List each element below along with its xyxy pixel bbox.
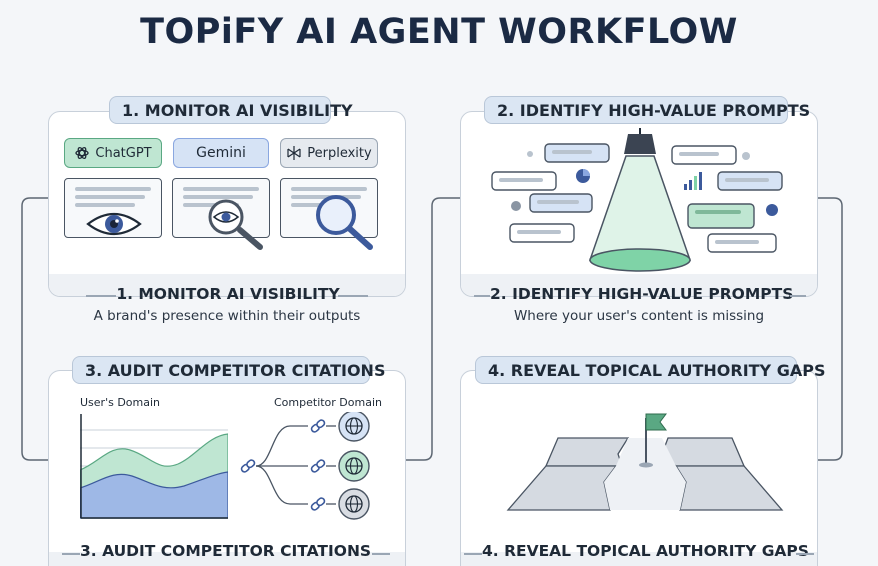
terrain-tiles [506, 437, 784, 511]
domain-area-chart [80, 414, 228, 519]
page-title: TOPiFY AI AGENT WORKFLOW [140, 12, 738, 52]
link-icon-3 [310, 497, 326, 511]
pie-icon [576, 169, 590, 183]
chip-perplexity: Perplexity [280, 138, 378, 168]
eye-icon [86, 212, 142, 236]
user-domain-label: User's Domain [80, 396, 161, 409]
description-prompts: Where your user's content is missing [513, 308, 765, 324]
tab-citations: 3. AUDIT COMPETITOR CITATIONS [72, 356, 385, 384]
flag-icon [639, 413, 667, 468]
decor-dots [511, 151, 778, 216]
chip-label: Perplexity [307, 145, 372, 161]
chip-gemini: Gemini [173, 138, 269, 168]
connector-right [818, 197, 843, 461]
caption-prompts: 2. IDENTIFY HIGH-VALUE PROMPTS [490, 285, 794, 303]
chip-chatgpt: ChatGPT [64, 138, 162, 168]
output-card-1 [64, 178, 162, 238]
globe-icon [338, 412, 370, 442]
caption-monitor: 1. MONITOR AI VISIBILITY [116, 285, 340, 303]
caption-gaps: 4. REVEAL TOPICAL AUTHORITY GAPS [482, 542, 809, 560]
authority-gap-illustration [506, 413, 784, 511]
connector-left [21, 197, 48, 461]
bar-chart-icon [684, 172, 702, 190]
spotlight-icon [588, 128, 692, 272]
connector-center-top [406, 197, 460, 461]
chatgpt-icon [75, 146, 90, 160]
perplexity-icon [287, 146, 301, 160]
competitor-domain-label: Competitor Domain [274, 396, 382, 409]
caption-citations: 3. AUDIT COMPETITOR CITATIONS [80, 542, 372, 560]
spotlight-illustration [491, 128, 783, 272]
chip-label: Gemini [196, 145, 246, 161]
tab-gaps: 4. REVEAL TOPICAL AUTHORITY GAPS [475, 356, 825, 384]
tab-monitor: 1. MONITOR AI VISIBILITY [109, 96, 353, 124]
globe-icon [338, 488, 370, 520]
description-monitor: A brand's presence within their outputs [93, 308, 361, 324]
gap-path [604, 438, 686, 510]
link-icon-2 [310, 459, 326, 473]
tree-branches [255, 425, 336, 505]
chip-label: ChatGPT [95, 145, 152, 161]
link-icon-root [240, 459, 256, 473]
magnifier-icon [316, 195, 373, 250]
tab-prompts: 2. IDENTIFY HIGH-VALUE PROMPTS [484, 96, 810, 124]
area-front [80, 471, 228, 519]
bubble-lines [499, 150, 769, 244]
link-icon-1 [310, 419, 326, 433]
citation-tree [240, 412, 370, 520]
globe-icon [338, 450, 370, 482]
magnifier-eye-icon [208, 199, 263, 250]
